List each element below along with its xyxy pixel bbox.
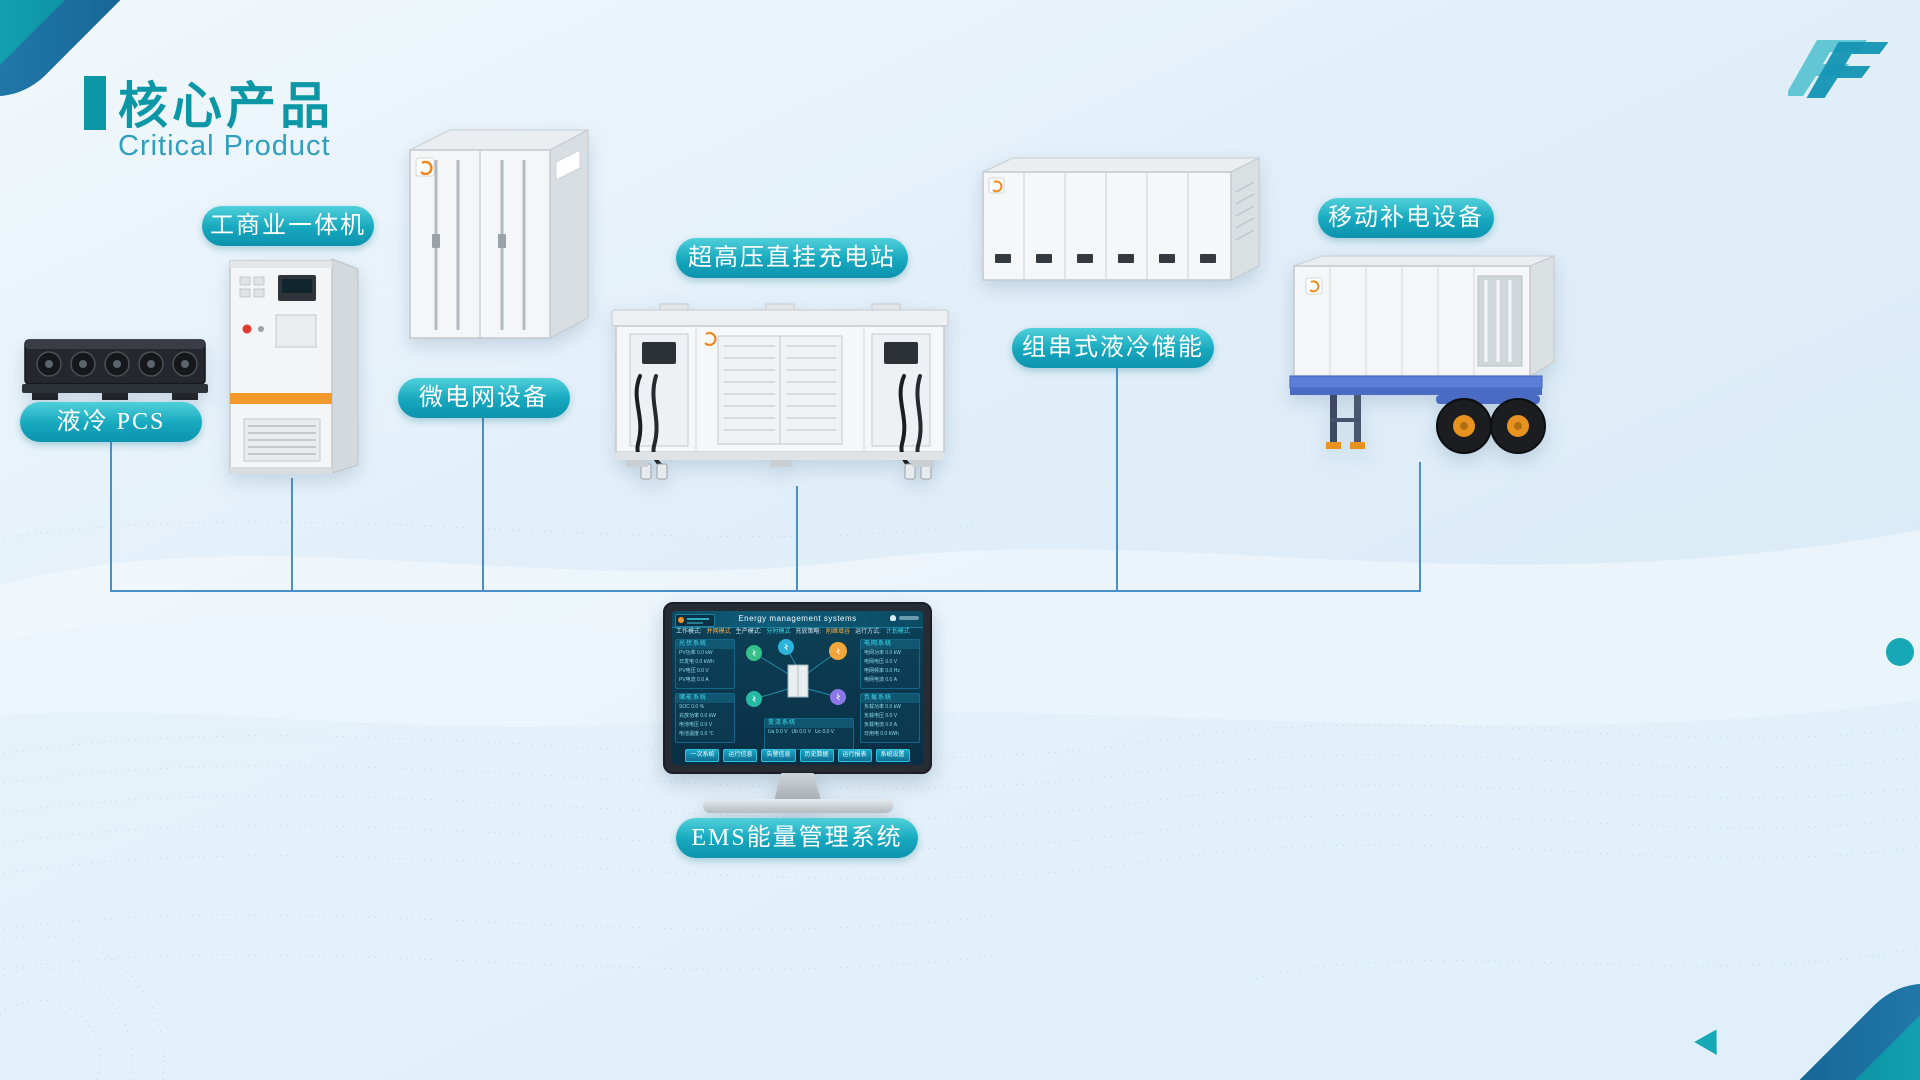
product-image-string-liquid-cooled-storage <box>982 157 1260 281</box>
ems-button: 历史数据 <box>799 749 834 762</box>
product-label-uhv-charging-station: 超高压直挂充电站 <box>676 238 908 278</box>
ems-panel-title: 负载系统 <box>861 694 919 703</box>
connector-line-all-in-one <box>291 478 293 592</box>
product-label-text: 移动补电设备 <box>1328 205 1484 231</box>
ems-mode-key: 工作模式: <box>676 629 702 635</box>
ems-mode-bar: 工作模式: 并网模式 生产模式: 分时模式 充放策略: 削峰填谷 运行方式: 计… <box>676 628 919 637</box>
connector-line-microgrid <box>482 418 484 592</box>
ems-button: 一次系统 <box>685 749 720 762</box>
ems-panel-row: 电池温度 0.0 ℃ <box>679 731 714 737</box>
ems-panel-row: 电网频率 0.0 Hz <box>864 668 900 674</box>
ems-panel-row: 电网功率 0.0 kW <box>864 650 901 656</box>
ems-mode-key: 充放策略: <box>795 629 822 635</box>
ems-mode-value: 计划模式 <box>885 629 910 635</box>
ems-button: 运行信息 <box>723 749 758 762</box>
ems-value: Ua 0.0 V <box>768 729 788 735</box>
product-image-uhv-charging-station <box>611 303 949 480</box>
ems-panel-row: 负载功率 0.0 kW <box>864 704 901 710</box>
connector-line-pcs <box>110 442 112 592</box>
ems-panel-row: PV电压 0.0 V <box>679 668 709 674</box>
ems-flow-diagram <box>746 639 847 707</box>
flow-node-icons <box>746 639 847 707</box>
ems-mode-key: 运行方式: <box>855 629 881 635</box>
ems-panel-row: SOC 0.0 % <box>679 704 705 710</box>
monitor-bezel: Energy management systems 工作模式: 并网模式 生产模… <box>663 602 932 774</box>
ems-button: 运行报表 <box>837 749 872 762</box>
ems-status-area <box>890 615 919 621</box>
product-label-text: 液冷 PCS <box>56 409 166 435</box>
ems-panel-title: 光伏系统 <box>676 640 734 649</box>
ems-screen-title: Energy management systems <box>738 614 857 623</box>
ems-logo <box>675 613 715 627</box>
ems-panel-row: PV功率 0.0 kW <box>679 650 713 656</box>
ems-button: 告警信息 <box>761 749 796 762</box>
product-label-microgrid-equipment: 微电网设备 <box>398 378 570 418</box>
ems-monitor: Energy management systems 工作模式: 并网模式 生产模… <box>655 602 940 813</box>
ems-panel-row: 充放功率 0.0 kW <box>679 713 716 719</box>
ems-converter-values: Ua 0.0 V Ub 0.0 V Uc 0.0 V <box>765 728 853 737</box>
product-label-text: 工商业一体机 <box>210 213 366 239</box>
ems-panel-row: 电池电压 0.0 V <box>679 722 713 728</box>
ems-button: 系统设置 <box>875 749 910 762</box>
ems-panel-row: 日用电 0.0 kWh <box>864 731 899 737</box>
connector-line-mobile <box>1419 462 1421 592</box>
ems-panel-title: 电网系统 <box>861 640 919 649</box>
page-title: 核心产品 <box>118 78 334 134</box>
page-subtitle: Critical Product <box>118 130 331 162</box>
connector-line-charging <box>796 486 798 592</box>
monitor-stand-base <box>702 799 893 813</box>
monitor-stand-neck <box>774 773 821 799</box>
ems-mode-key: 生产模式: <box>735 629 762 635</box>
ems-panel-title: 储能系统 <box>676 694 734 703</box>
ems-screen-header: Energy management systems <box>672 611 923 628</box>
ems-panel-row: 日发电 0.0 kWh <box>679 659 714 665</box>
ems-panel-pv: 光伏系统 PV功率 0.0 kW 日发电 0.0 kWh PV电压 0.0 V … <box>675 639 735 689</box>
product-label-text: 微电网设备 <box>419 385 549 411</box>
product-label-string-liquid-cooled-storage: 组串式液冷储能 <box>1012 328 1214 368</box>
ems-panel-grid: 电网系统 电网功率 0.0 kW 电网电压 0.0 V 电网频率 0.0 Hz … <box>860 639 920 689</box>
product-image-liquid-cooled-pcs <box>22 339 208 400</box>
ems-panel-load: 负载系统 负载功率 0.0 kW 负载电压 0.0 V 负载电流 0.0 A 日… <box>860 693 920 743</box>
triangle-decoration <box>1694 1022 1728 1056</box>
product-image-commercial-all-in-one <box>229 258 359 474</box>
bell-icon <box>890 615 896 621</box>
ems-value: Ub 0.0 V <box>791 729 811 735</box>
ems-panel-row: 负载电压 0.0 V <box>864 713 898 719</box>
ems-mode-value: 削峰填谷 <box>826 629 851 635</box>
product-label-mobile-recharging-equipment: 移动补电设备 <box>1318 198 1494 238</box>
product-image-mobile-recharging-equipment <box>1289 255 1555 454</box>
ems-panel-title: 变流系统 <box>765 719 853 728</box>
brand-logo <box>1788 40 1889 98</box>
product-label-text: 超高压直挂充电站 <box>688 245 896 271</box>
connector-line-string-storage <box>1116 368 1118 592</box>
ems-panel-converter: 变流系统 Ua 0.0 V Ub 0.0 V Uc 0.0 V <box>764 718 854 750</box>
ems-screen: Energy management systems 工作模式: 并网模式 生产模… <box>672 611 923 765</box>
ems-panel-battery: 储能系统 SOC 0.0 % 充放功率 0.0 kW 电池电压 0.0 V 电池… <box>675 693 735 743</box>
ems-panel-row: 电网电压 0.0 V <box>864 659 898 665</box>
product-label-text: 组串式液冷储能 <box>1022 335 1204 361</box>
product-label-liquid-cooled-pcs: 液冷 PCS <box>20 402 202 442</box>
ems-panel-row: 负载电流 0.0 A <box>864 722 898 728</box>
product-label-ems: EMS能量管理系统 <box>676 818 918 858</box>
product-label-commercial-all-in-one: 工商业一体机 <box>202 206 374 246</box>
circle-decoration <box>1886 638 1914 666</box>
title-accent-bar <box>84 76 106 130</box>
connector-bus-line <box>110 590 1421 592</box>
ems-mode-value: 并网模式 <box>706 629 731 635</box>
ems-panel-row: PV电流 0.0 A <box>679 677 709 683</box>
ems-button-bar: 一次系统 运行信息 告警信息 历史数据 运行报表 系统设置 <box>672 749 923 762</box>
ems-panel-row: 电网电流 0.0 A <box>864 677 898 683</box>
product-image-microgrid-equipment <box>409 129 589 339</box>
ems-value: Uc 0.0 V <box>814 729 835 735</box>
product-label-text: EMS能量管理系统 <box>691 825 903 851</box>
ems-clock-placeholder <box>899 616 919 620</box>
ems-mode-value: 分时模式 <box>766 629 791 635</box>
